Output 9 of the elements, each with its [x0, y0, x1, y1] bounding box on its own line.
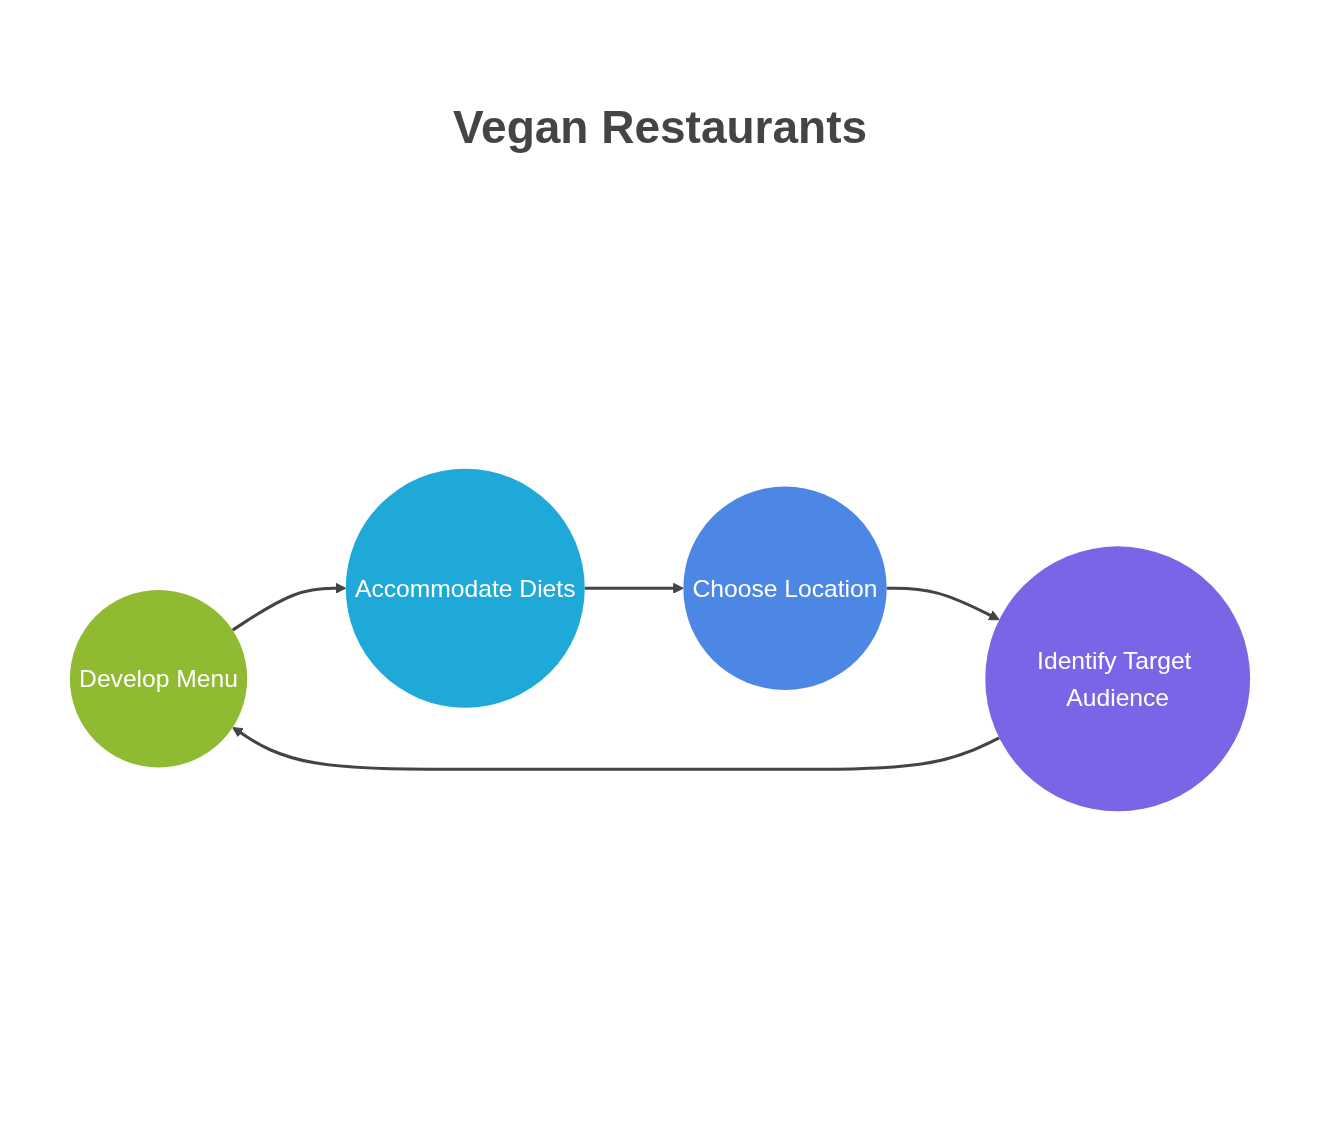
- node-circle: Develop Menu: [69, 590, 248, 768]
- arrow: [584, 582, 684, 594]
- node-circle: Accommodate Diets: [345, 468, 585, 708]
- node-circle: Identify Target Audience: [985, 546, 1251, 812]
- arrow: [232, 726, 1000, 771]
- diagram-title: Vegan Restaurants: [451, 100, 869, 154]
- arrow: [886, 586, 1000, 621]
- arrow: [231, 582, 347, 632]
- node-circle: Choose Location: [683, 486, 887, 690]
